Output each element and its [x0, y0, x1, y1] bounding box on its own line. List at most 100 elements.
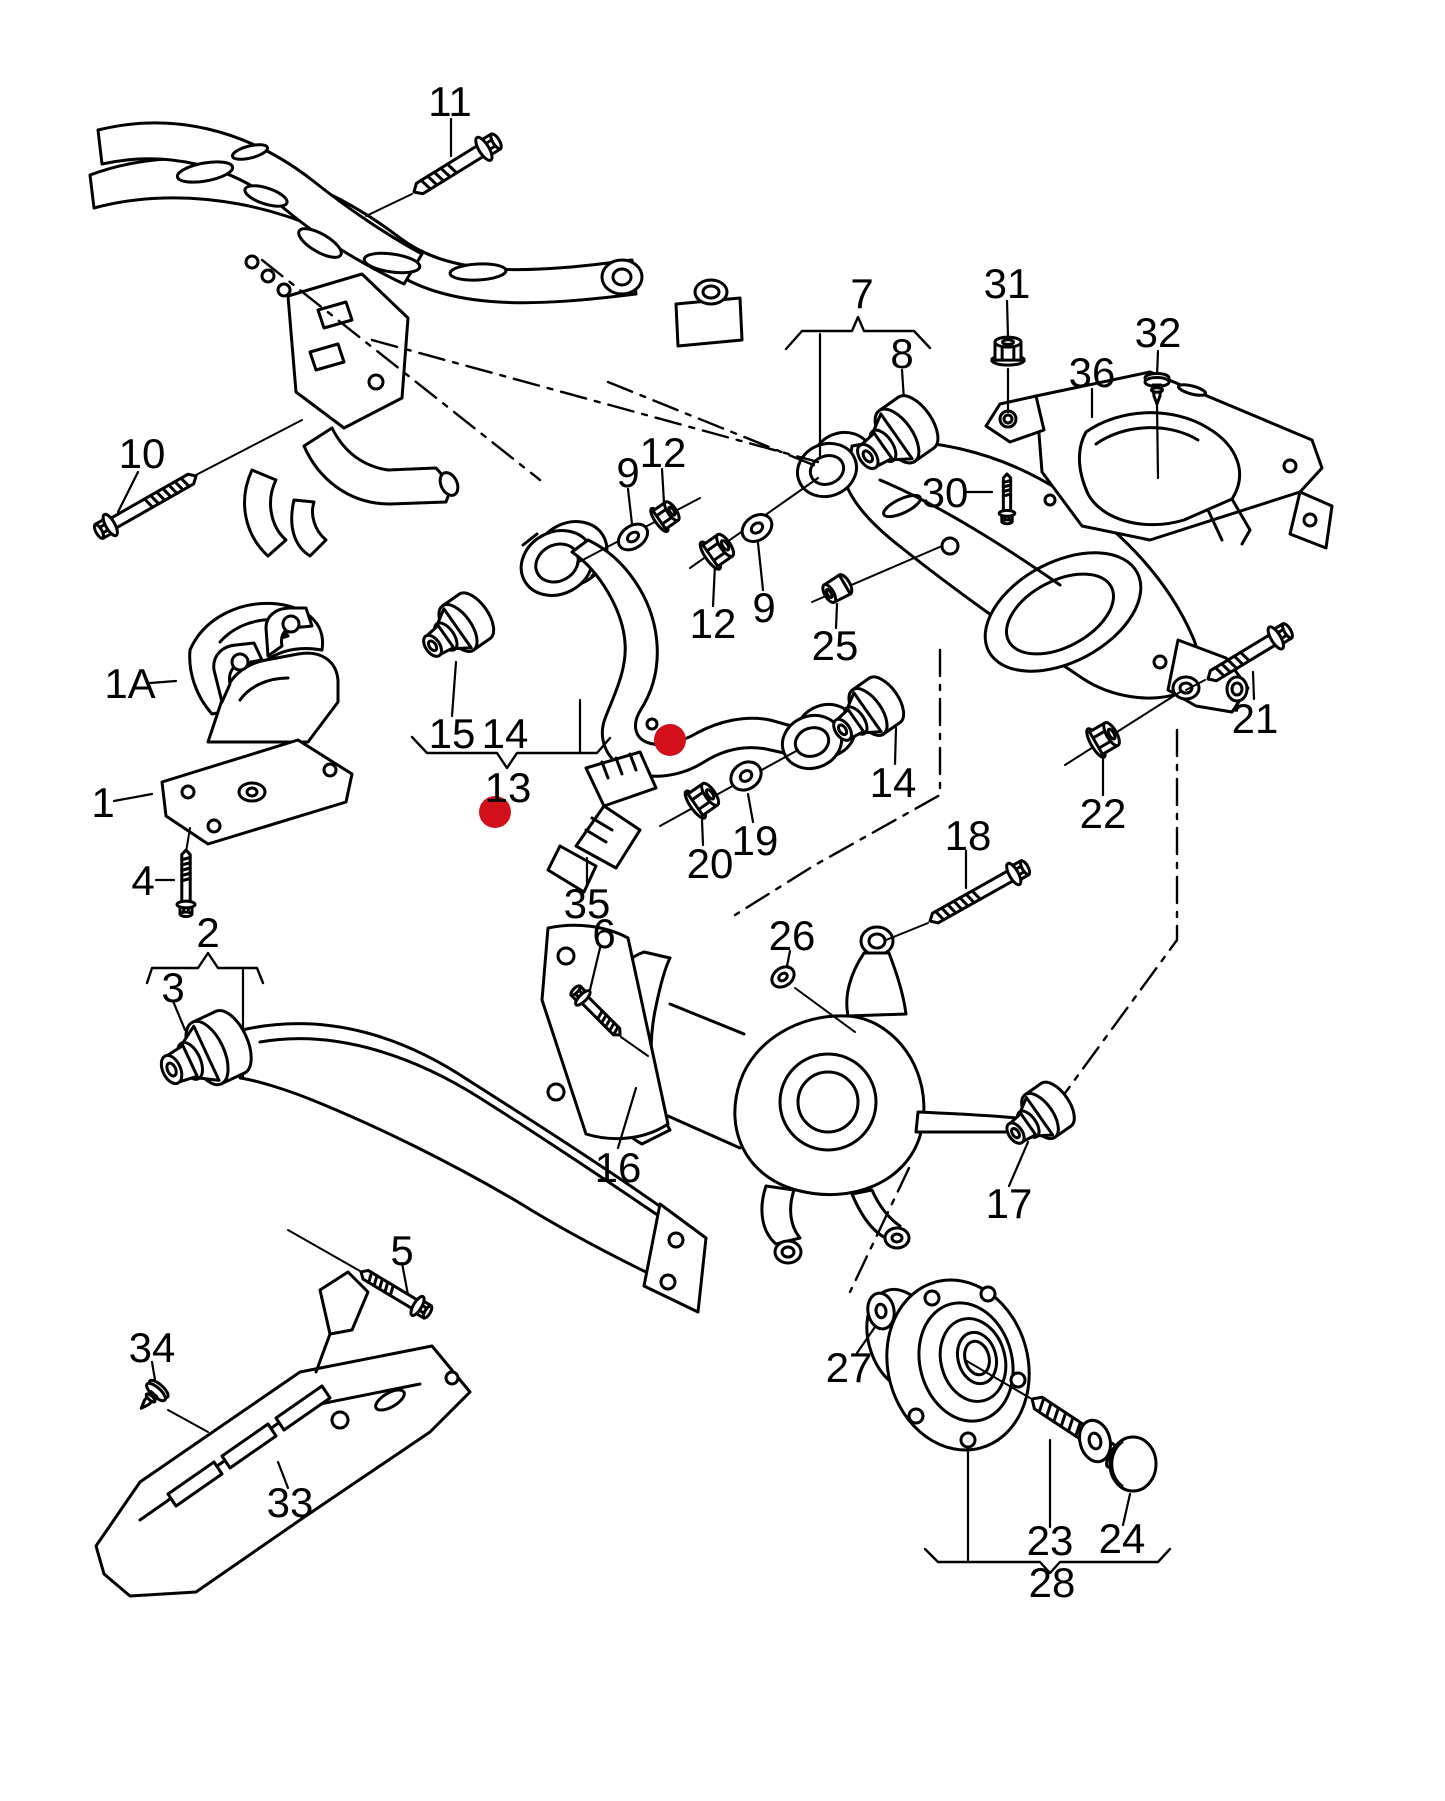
- part-number-label-27: 27: [826, 1344, 873, 1391]
- leader-line: [171, 999, 187, 1032]
- reference-dash-line: [733, 648, 942, 917]
- part-24-cap: [1108, 1435, 1158, 1493]
- part-number-label-31: 31: [984, 260, 1031, 307]
- leader-line: [1007, 1140, 1030, 1188]
- leader-line: [148, 679, 178, 685]
- part-number-label-34: 34: [129, 1324, 176, 1371]
- part-22-nut: [1085, 721, 1121, 759]
- assembly-axis-line: [1185, 679, 1206, 691]
- reference-dash-line: [260, 258, 542, 482]
- assembly-axis-line: [193, 419, 303, 477]
- part-number-label-30: 30: [922, 469, 969, 516]
- mount-bracket-drawing: [160, 606, 354, 846]
- assembly-axis-line: [659, 749, 799, 827]
- part-5-bolt: [359, 1268, 434, 1320]
- group-bracket-7: [784, 315, 932, 351]
- leader-line: [1121, 1492, 1132, 1527]
- part-number-label-18: 18: [945, 812, 992, 859]
- part-number-label-14: 14: [870, 759, 917, 806]
- part-number-label-12: 12: [690, 600, 737, 647]
- part-30-bolt: [997, 472, 1017, 526]
- part-number-label-15: 15: [429, 710, 476, 757]
- highlight-red-dot: [654, 724, 686, 756]
- leader-line: [1005, 299, 1010, 338]
- part-26-washer: [770, 965, 796, 989]
- leader-line: [893, 726, 898, 766]
- part-number-label-26: 26: [769, 912, 816, 959]
- part-number-label-2: 2: [196, 909, 219, 956]
- part-number-label-13: 13: [485, 764, 532, 811]
- part-6-bolt: [569, 984, 622, 1037]
- part-9-washer: [616, 522, 650, 552]
- part-number-label-14: 14: [482, 710, 529, 757]
- highlight-red-dot: [479, 796, 511, 828]
- part-8-bushing: [856, 394, 940, 471]
- part-number-label-10: 10: [119, 430, 166, 477]
- leader-line: [616, 1086, 638, 1150]
- reference-dash-line: [606, 380, 818, 468]
- part-17-bushing: [1005, 1080, 1076, 1145]
- damper-mount-plate-drawing: [984, 370, 1334, 550]
- rear-subframe-drawing: [88, 121, 744, 558]
- leader-line: [746, 792, 755, 824]
- part-number-label-3: 3: [161, 964, 184, 1011]
- part-number-label-25: 25: [812, 622, 859, 669]
- group-bracket-15-14: [410, 735, 612, 770]
- part-number-label-20: 20: [687, 840, 734, 887]
- leader-line: [785, 949, 792, 968]
- part-34-pin: [139, 1378, 170, 1410]
- part-number-label-36: 36: [1069, 349, 1116, 396]
- part-number-label-6: 6: [592, 910, 615, 957]
- assembly-axis-line: [287, 1229, 361, 1272]
- leader-line: [587, 946, 602, 996]
- part-number-label-5: 5: [390, 1227, 413, 1274]
- part-31-nut: [990, 335, 1026, 367]
- leader-line: [116, 470, 140, 514]
- leader-line: [756, 541, 765, 592]
- leader-line: [700, 818, 705, 847]
- leader-line: [711, 563, 717, 608]
- wheel-hub-drawing: [865, 1278, 1031, 1452]
- leader-line: [112, 792, 154, 803]
- part-9-washer: [740, 513, 774, 543]
- part-21-bolt: [1206, 622, 1294, 683]
- part-4-bolt: [175, 848, 197, 918]
- assembly-axis-line: [365, 193, 413, 217]
- part-12-nut: [649, 500, 681, 534]
- reference-dash-line: [1058, 728, 1179, 1102]
- heat-shield-drawing: [94, 1270, 472, 1598]
- assembly-axis-line: [794, 987, 856, 1033]
- part-number-label-23: 23: [1027, 1517, 1074, 1564]
- part-number-label-1: 1: [91, 779, 114, 826]
- assembly-axis-line: [167, 1409, 209, 1433]
- part-25-sleeve: [821, 573, 854, 604]
- leader-line: [400, 1261, 410, 1297]
- part-20-nut: [683, 781, 721, 820]
- part-number-label-9: 9: [616, 449, 639, 496]
- leader-line: [1155, 349, 1160, 378]
- leader-line: [855, 1325, 877, 1355]
- part-3-bushing: [159, 1009, 253, 1087]
- assembly-axis-line: [1064, 691, 1181, 766]
- part-27-washer: [866, 1291, 896, 1331]
- part-number-label-32: 32: [1135, 309, 1182, 356]
- part-number-label-17: 17: [986, 1180, 1033, 1227]
- leader-line: [1155, 402, 1160, 480]
- group-bracket-2: [145, 951, 265, 985]
- upper-control-arm-drawing: [519, 520, 858, 778]
- part-number-label-7: 7: [850, 270, 873, 317]
- reference-dash-line: [848, 1166, 911, 1294]
- part-10-bolt: [92, 472, 198, 540]
- part-18-bolt: [928, 859, 1032, 925]
- leader-line: [834, 602, 839, 630]
- part-number-label-21: 21: [1232, 695, 1279, 742]
- assembly-axis-line: [185, 827, 191, 853]
- trailing-arm-drawing: [238, 923, 708, 1314]
- leader-line: [276, 1460, 290, 1490]
- part-15-bushing: [422, 591, 496, 658]
- part-number-label-12: 12: [640, 429, 687, 476]
- part-number-label-28: 28: [1029, 1559, 1076, 1606]
- leader-line: [626, 487, 634, 526]
- leader-line: [1251, 670, 1256, 701]
